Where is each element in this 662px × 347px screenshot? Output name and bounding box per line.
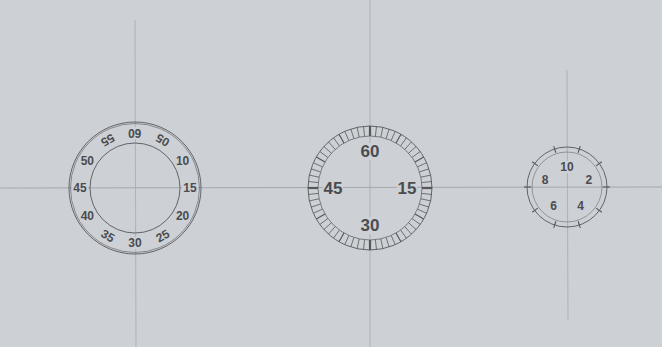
dial-circle: 10 2 4 6 8 (519, 139, 615, 235)
dial-numeral: 60 (127, 127, 142, 139)
dial-numeral: 30 (127, 237, 142, 249)
dial-numeral: 20 (175, 210, 190, 222)
dial-circle: 60 0510 15 2025 30 3540 45 5055 (65, 118, 205, 258)
dial-numeral: 2 (585, 174, 594, 186)
dial-numeral: 60 (360, 143, 381, 160)
dial-numeral: 10 (559, 161, 574, 173)
dial-numeral: 8 (541, 174, 550, 186)
dial-outline (519, 139, 615, 235)
dial-numeral: 55 (98, 131, 117, 149)
dial-circle: 60 15 30 45 (303, 121, 437, 255)
dial-numeral: 45 (323, 180, 344, 197)
dial-numeral: 15 (397, 180, 418, 197)
dial-numeral: 15 (182, 182, 197, 194)
dial-numeral: 50 (80, 155, 95, 167)
dial-numeral: 10 (175, 155, 190, 167)
dial-numeral: 4 (576, 200, 585, 212)
dial-numeral: 05 (153, 131, 172, 149)
dial-numeral: 6 (549, 200, 558, 212)
dial-numeral: 40 (80, 210, 95, 222)
dial-numeral: 30 (360, 217, 381, 234)
dial-numeral: 45 (72, 182, 87, 194)
dial-numeral: 25 (153, 227, 172, 245)
dial-numeral: 35 (98, 227, 117, 245)
